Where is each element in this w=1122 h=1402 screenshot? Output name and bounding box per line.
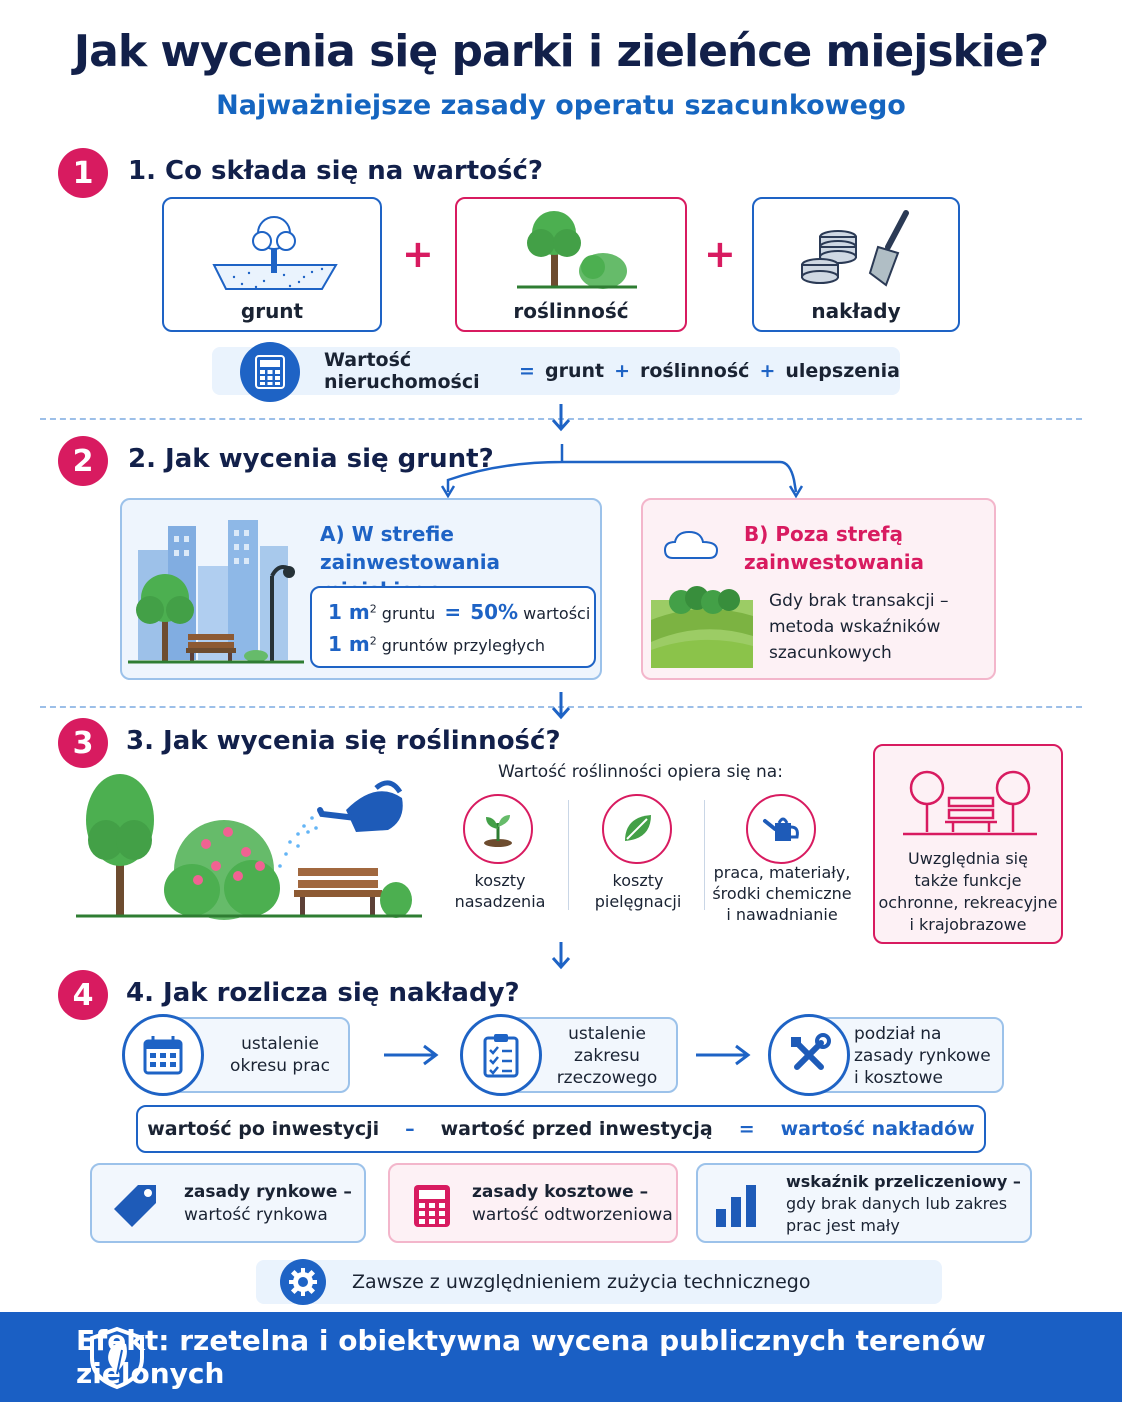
arrow-down-icon: [551, 692, 571, 720]
tools-icon: [768, 1014, 850, 1096]
cloud-icon: [663, 530, 719, 559]
zone-a-rule-line1: 1 m2 gruntu = 50% wartości: [328, 600, 591, 624]
functions-note-text: Uwzględnia się także funkcje ochronne, r…: [878, 849, 1058, 934]
formula-plus: +: [759, 360, 776, 382]
card-grunt-label: grunt: [240, 299, 304, 323]
method-cost: zasady kosztowe – wartość odtworzeniowa: [388, 1163, 678, 1243]
divider: [704, 800, 705, 910]
section-4-number: 4: [58, 970, 108, 1020]
clipboard-checklist-icon: [460, 1014, 542, 1096]
formula-lhs: Wartość nieruchomości: [324, 349, 480, 393]
outlay-formula-minus: –: [405, 1118, 415, 1140]
zone-a-rule-line2: 1 m2 gruntów przyległych: [328, 632, 546, 656]
method-market: zasady rynkowe – wartość rynkowa: [90, 1163, 366, 1243]
calculator-icon: [240, 342, 300, 402]
land-tree-icon: [212, 216, 338, 290]
card-roslinnosc: roślinność: [455, 197, 687, 332]
method-index: wskaźnik przeliczeniowy – gdy brak danyc…: [696, 1163, 1032, 1243]
arrow-down-icon: [551, 942, 571, 970]
outlay-formula: wartość po inwestycji – wartość przed in…: [136, 1105, 986, 1153]
formula-grunt: grunt: [544, 360, 605, 382]
arrow-down-icon: [551, 404, 571, 432]
arrow-right-icon: [696, 1044, 751, 1066]
park-vegetation-icon: [76, 774, 422, 920]
city-park-icon: [128, 520, 304, 664]
shield-leaf-icon: [90, 1326, 144, 1390]
zone-a-box: A) W strefie zainwestowania miejskiego 1…: [120, 498, 602, 680]
divider: [568, 800, 569, 910]
trees-bush-icon: [517, 211, 637, 289]
fields-icon: [651, 586, 753, 668]
card-naklady: nakłady: [752, 197, 960, 332]
leaf-icon: [602, 794, 672, 864]
section-3-number: 3: [58, 718, 108, 768]
branch-arrow-icon: [440, 444, 804, 498]
functions-note-box: Uwzględnia się także funkcje ochronne, r…: [873, 744, 1063, 944]
page-subtitle: Najważniejsze zasady operatu szacunkoweg…: [216, 90, 906, 121]
outlay-formula-equals: =: [738, 1118, 755, 1140]
section-1-title: 1. Co składa się na wartość?: [128, 156, 544, 186]
formula-plus: +: [614, 360, 630, 382]
price-tag-icon: [114, 1185, 156, 1227]
zone-b-text: Gdy brak transakcji – metoda wskaźników …: [769, 591, 949, 663]
section-2-title: 2. Jak wycenia się grunt?: [128, 444, 494, 474]
wear-note: Zawsze z uwzględnieniem zużycia technicz…: [256, 1260, 942, 1304]
arrow-right-icon: [384, 1044, 439, 1066]
zone-a-rule-box: 1 m2 gruntu = 50% wartości 1 m2 gruntów …: [310, 586, 596, 668]
gear-icon: [280, 1259, 326, 1305]
section-3-title: 3. Jak wycenia się roślinność?: [126, 726, 561, 756]
zone-b-title-line2: zainwestowania: [744, 550, 925, 574]
formula-equals: =: [519, 360, 535, 382]
calculator-icon: [414, 1185, 450, 1227]
page-title: Jak wycenia się parki i zieleńce miejski…: [73, 26, 1049, 77]
footer-text: Efekt: rzetelna i obiektywna wycena publ…: [76, 1324, 986, 1390]
card-grunt: grunt: [162, 197, 382, 332]
card-roslinnosc-label: roślinność: [513, 299, 629, 323]
section-2-number: 2: [58, 436, 108, 486]
zone-b-box: B) Poza strefą zainwestowania Gdy brak t…: [641, 498, 996, 680]
formula-roslinnosc: roślinność: [640, 360, 750, 382]
zone-a-title-line1: A) W strefie: [320, 522, 454, 546]
watering-can-icon: [746, 794, 816, 864]
formula-ulepszenia: ulepszenia: [785, 360, 900, 382]
calendar-icon: [122, 1014, 204, 1096]
zone-b-title: B) Poza strefą zainwestowania: [744, 520, 924, 576]
plus-sign: +: [402, 232, 434, 276]
vegetation-basis-label: Wartość roślinności opiera się na:: [498, 762, 783, 782]
footer-banner: Efekt: rzetelna i obiektywna wycena publ…: [0, 1312, 1122, 1402]
seedling-icon: [463, 794, 533, 864]
wear-note-text: Zawsze z uwzględnieniem zużycia technicz…: [352, 1271, 811, 1293]
outlay-formula-before: wartość przed inwestycją: [440, 1118, 713, 1140]
outlay-formula-after: wartość po inwestycji: [147, 1118, 380, 1140]
value-formula: Wartość nieruchomości = grunt + roślinno…: [212, 347, 900, 395]
plus-sign: +: [704, 232, 736, 276]
zone-b-title-line1: B) Poza strefą: [744, 522, 903, 546]
outlay-formula-result: wartość nakładów: [780, 1118, 975, 1140]
park-outline-icon: [903, 770, 1037, 836]
method-market-text: zasady rynkowe – wartość rynkowa: [184, 1182, 352, 1225]
method-index-text: wskaźnik przeliczeniowy – gdy brak danyc…: [786, 1172, 1021, 1235]
bar-chart-icon: [716, 1185, 756, 1227]
section-4-title: 4. Jak rozlicza się nakłady?: [126, 978, 520, 1008]
method-cost-text: zasady kosztowe – wartość odtworzeniowa: [472, 1182, 673, 1225]
section-1-number: 1: [58, 148, 108, 198]
coins-trowel-icon: [801, 210, 909, 287]
card-naklady-label: nakłady: [811, 299, 901, 323]
